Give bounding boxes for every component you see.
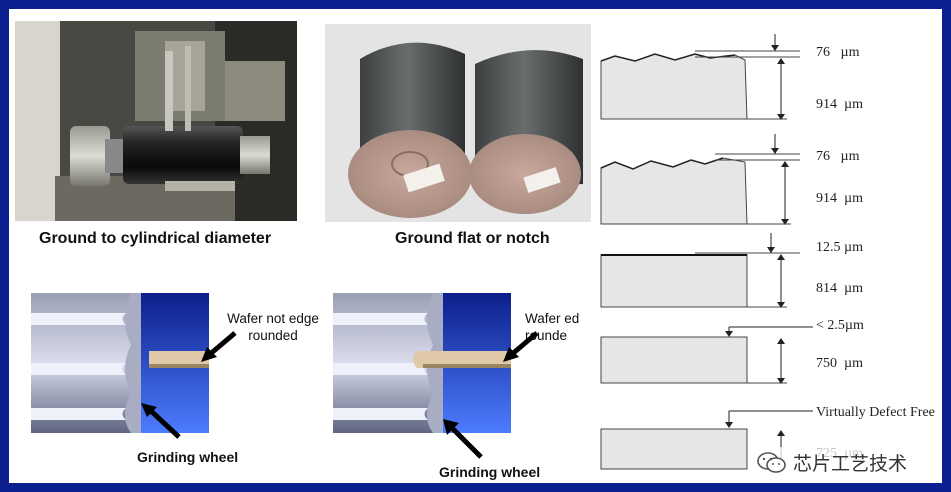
dim-2-top: 76 µm — [816, 149, 860, 164]
photo-ground-ingots — [325, 24, 591, 222]
dim-2-bottom: 914 µm — [816, 191, 863, 206]
layer-block-4 — [600, 326, 813, 384]
photo-grinding-machine — [15, 21, 297, 221]
caption-flat: Ground flat or notch — [395, 230, 550, 247]
layer-block-2 — [600, 134, 800, 225]
watermark-text: 芯片工艺技术 — [793, 453, 908, 475]
layer-block-5 — [600, 410, 813, 470]
layer-block-1 — [600, 34, 800, 120]
label-wheel-right: Grinding wheel — [439, 464, 541, 480]
arrow-icon — [443, 419, 483, 459]
illustration-not-rounded — [31, 293, 209, 433]
dim-1-top: 76 µm — [816, 45, 860, 60]
wechat-icon — [757, 451, 786, 473]
label-wheel-left: Grinding wheel — [137, 449, 239, 465]
layer-block-3 — [600, 233, 800, 308]
dim-5-top: Virtually Defect Free — [816, 405, 935, 420]
dim-1-bottom: 914 µm — [816, 97, 863, 112]
dim-4-top: < 2.5µm — [816, 318, 864, 333]
dim-4-bottom: 750 µm — [816, 356, 863, 371]
arrow-icon — [503, 331, 539, 362]
dim-3-top: 12.5 µm — [816, 240, 863, 255]
illustration-rounded — [333, 293, 511, 433]
watermark: 芯片工艺技术 — [753, 447, 912, 478]
arrow-icon — [141, 403, 181, 439]
dim-3-bottom: 814 µm — [816, 281, 863, 296]
arrow-icon — [201, 331, 237, 362]
caption-cylindrical: Ground to cylindrical diameter — [39, 230, 272, 247]
